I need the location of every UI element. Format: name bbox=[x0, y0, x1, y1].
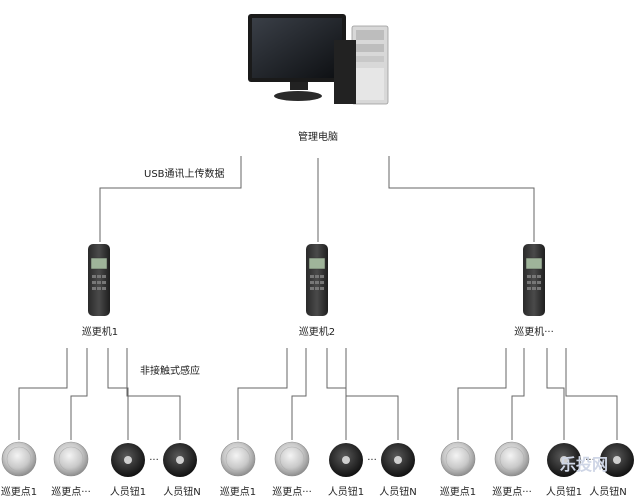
checkpoint-label: 巡更点··· bbox=[272, 486, 312, 498]
person-label: 人员钮N bbox=[163, 485, 200, 498]
person-button-icon bbox=[111, 443, 145, 477]
checkpoint-button-icon bbox=[220, 441, 256, 477]
usb-link-label: USB通讯上传数据 bbox=[144, 167, 225, 180]
checkpoint-label: 巡更点··· bbox=[492, 486, 532, 498]
checkpoint-label: 巡更点··· bbox=[51, 486, 91, 498]
patrol-reader-icon bbox=[306, 244, 328, 316]
patrol-reader-icon bbox=[523, 244, 545, 316]
reader-label: 巡更机2 bbox=[299, 325, 335, 338]
checkpoint-label: 巡更点1 bbox=[220, 486, 256, 498]
watermark: 乐投网 bbox=[560, 455, 608, 474]
person-button-icon bbox=[600, 443, 634, 477]
person-button-icon bbox=[547, 443, 581, 477]
ellipsis-label: ··· bbox=[585, 455, 595, 466]
patrol-reader-icon bbox=[88, 244, 110, 316]
checkpoint-label: 巡更点1 bbox=[1, 486, 37, 498]
computer-label: 管理电脑 bbox=[298, 130, 338, 143]
reader-connectors bbox=[18, 348, 618, 440]
management-computer-icon bbox=[248, 14, 389, 105]
person-button-icon bbox=[163, 443, 197, 477]
person-label: 人员钮1 bbox=[110, 485, 146, 498]
ellipsis-label: ··· bbox=[149, 455, 159, 466]
sensing-label: 非接触式感应 bbox=[140, 364, 200, 377]
person-button-icon bbox=[381, 443, 415, 477]
reader-label: 巡更机··· bbox=[514, 325, 554, 338]
person-label: 人员钮1 bbox=[328, 485, 364, 498]
person-label: 人员钮1 bbox=[546, 485, 582, 498]
reader-label: 巡更机1 bbox=[82, 325, 118, 338]
checkpoint-button-icon bbox=[494, 441, 530, 477]
person-label: 人员钮N bbox=[589, 485, 626, 498]
person-button-icon bbox=[329, 443, 363, 477]
checkpoint-button-icon bbox=[53, 441, 89, 477]
checkpoint-label: 巡更点1 bbox=[440, 486, 476, 498]
computer-connectors bbox=[99, 156, 535, 242]
checkpoint-button-icon bbox=[274, 441, 310, 477]
checkpoint-button-icon bbox=[1, 441, 37, 477]
ellipsis-label: ··· bbox=[367, 455, 377, 466]
checkpoint-button-icon bbox=[440, 441, 476, 477]
person-label: 人员钮N bbox=[379, 485, 416, 498]
